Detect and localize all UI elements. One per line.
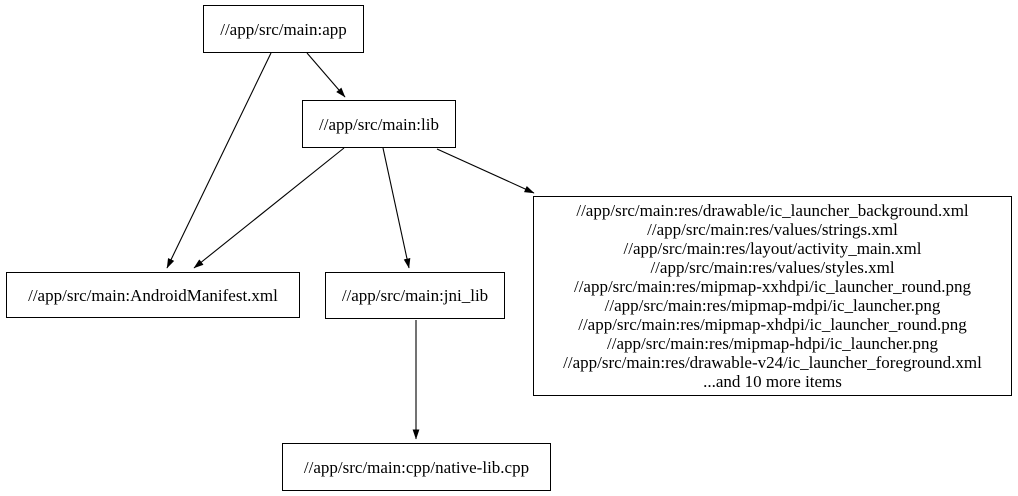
edge-lib-to-jni-lib	[382, 147, 411, 269]
graph-node-jni-lib: //app/src/main:jni_lib	[325, 272, 505, 319]
res-file-label: //app/src/main:res/mipmap-xhdpi/ic_launc…	[578, 315, 967, 334]
res-file-label: //app/src/main:res/layout/activity_main.…	[623, 239, 922, 258]
node-app-label: //app/src/main:app	[220, 19, 347, 39]
node-jni-lib-label: //app/src/main:jni_lib	[341, 286, 489, 305]
res-file-label: //app/src/main:res/mipmap-hdpi/ic_launch…	[607, 334, 938, 353]
edge-app-to-manifest	[166, 52, 272, 269]
edge-lib-to-manifest	[193, 147, 345, 269]
res-file-label: //app/src/main:res/mipmap-mdpi/ic_launch…	[604, 296, 941, 315]
res-file-label: //app/src/main:res/drawable-v24/ic_launc…	[563, 353, 982, 372]
res-file-label: //app/src/main:res/values/styles.xml	[650, 258, 895, 277]
res-file-label: //app/src/main:res/mipmap-xxhdpi/ic_laun…	[573, 277, 972, 296]
graph-node-lib: //app/src/main:lib	[302, 100, 456, 148]
node-lib-label: //app/src/main:lib	[319, 114, 439, 134]
graph-node-android-manifest: //app/src/main:AndroidManifest.xml	[6, 272, 300, 318]
node-manifest-label: //app/src/main:AndroidManifest.xml	[28, 285, 278, 305]
graph-node-native-lib-cpp: //app/src/main:cpp/native-lib.cpp	[282, 443, 551, 491]
res-file-label: //app/src/main:res/values/strings.xml	[647, 220, 898, 239]
res-more-items-label: ...and 10 more items	[703, 372, 842, 391]
node-native-lib-label: //app/src/main:cpp/native-lib.cpp	[303, 457, 530, 477]
edge-app-to-lib	[306, 52, 346, 98]
edge-lib-to-res-group	[436, 148, 535, 194]
graph-node-app: //app/src/main:app	[203, 5, 364, 53]
graph-node-res-file-group: //app/src/main:res/drawable/ic_launcher_…	[533, 196, 1012, 396]
res-file-label: //app/src/main:res/drawable/ic_launcher_…	[576, 201, 969, 220]
